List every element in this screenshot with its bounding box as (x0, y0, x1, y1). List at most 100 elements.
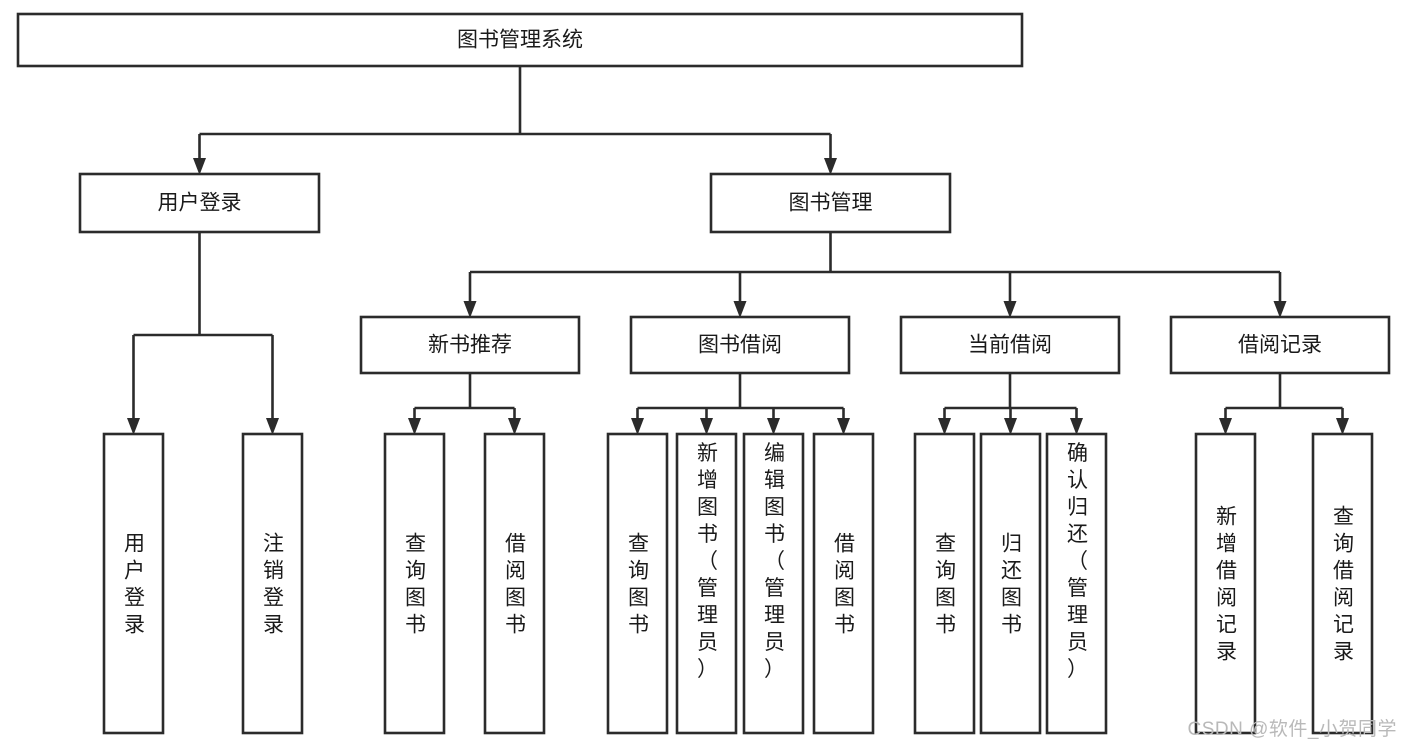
node-borrow-record[interactable]: 借阅记录 (1169, 315, 1391, 375)
node-label: 图书借阅 (698, 334, 782, 357)
leaf-label-char: 图 (1001, 587, 1022, 610)
leaf-label-char: 书 (505, 614, 526, 637)
arrow-head-icon (938, 418, 951, 435)
leaf-label-char: （ (1067, 550, 1088, 573)
leaf-label-char: 询 (1333, 533, 1354, 556)
leaf-label-char: 图 (505, 587, 526, 610)
arrow-head-icon (767, 418, 780, 435)
leaf-label-char: 确 (1067, 442, 1088, 465)
node-label: 当前借阅 (968, 334, 1052, 357)
leaf-label-char: 阅 (1216, 587, 1237, 610)
leaf-label-char: 借 (834, 533, 855, 556)
leaf-label-char: 员 (764, 631, 785, 654)
leaf-label-char: 录 (1333, 641, 1354, 664)
leaf-label-char: 认 (1067, 469, 1088, 492)
leaf-label-char: 借 (1333, 560, 1354, 583)
leaf-label-char: 理 (764, 604, 785, 627)
leaf-label-char: 管 (697, 577, 718, 600)
node-book-borrow[interactable]: 图书借阅 (629, 315, 851, 375)
leaf-label-char: 查 (1333, 506, 1354, 529)
leaf-label-char: 书 (1001, 614, 1022, 637)
node-label: 图书管理 (789, 192, 873, 215)
leaf-label-char: 新 (697, 442, 718, 465)
leaf-label-char: ） (1067, 658, 1088, 681)
arrow-head-icon (733, 301, 747, 318)
leaf-label-char: 询 (628, 560, 649, 583)
leaf-label-char: 阅 (1333, 587, 1354, 610)
arrow-head-icon (1273, 301, 1287, 318)
arrow-head-icon (127, 418, 140, 435)
leaf-label-char: 书 (935, 614, 956, 637)
arrow-head-icon (1004, 418, 1017, 435)
leaf-label-char: 阅 (834, 560, 855, 583)
leaf-label-char: 查 (628, 533, 649, 556)
leaf-label-char: 理 (697, 604, 718, 627)
leaf-label-char: 辑 (764, 469, 785, 492)
leaf-label-char: 图 (628, 587, 649, 610)
leaf-label-char: 借 (505, 533, 526, 556)
leaf-label-char: 图 (697, 496, 718, 519)
leaf-label-char: 录 (263, 614, 284, 637)
node-label: 借阅记录 (1238, 334, 1322, 357)
arrow-head-icon (1336, 418, 1349, 435)
leaf-label-char: 管 (1067, 577, 1088, 600)
leaf-label-char: 图 (935, 587, 956, 610)
arrow-head-icon (631, 418, 644, 435)
leaf-label-char: 归 (1001, 533, 1022, 556)
leaf-label-char: 借 (1216, 560, 1237, 583)
connector-layer (127, 66, 1349, 435)
leaf-label-char: 图 (764, 496, 785, 519)
leaf-label-char: 管 (764, 577, 785, 600)
leaf-label-char: 编 (764, 442, 785, 465)
leaf-label-char: 书 (697, 523, 718, 546)
leaf-label-char: 增 (1216, 533, 1237, 556)
leaf-label-char: 询 (935, 560, 956, 583)
arrow-head-icon (1219, 418, 1232, 435)
arrow-head-icon (837, 418, 850, 435)
leaf-label-char: 增 (697, 469, 718, 492)
leaf-label-char: 书 (405, 614, 426, 637)
leaf-label-char: 记 (1216, 614, 1237, 637)
leaf-label-char: ） (697, 658, 718, 681)
leaf-label-char: 还 (1067, 523, 1088, 546)
leaf-label-char: 户 (124, 560, 145, 583)
leaf-label-char: 销 (263, 560, 284, 583)
node-root-root[interactable]: 图书管理系统 (16, 12, 1024, 68)
arrow-head-icon (824, 158, 837, 175)
leaf-label-char: 注 (263, 533, 284, 556)
leaf-label-char: 员 (697, 631, 718, 654)
leaf-label-char: 新 (1216, 506, 1237, 529)
leaf-label-char: 阅 (505, 560, 526, 583)
csdn-watermark: CSDN @软件_小贺同学 (1187, 719, 1397, 740)
node-new-book-rec[interactable]: 新书推荐 (359, 315, 581, 375)
arrow-head-icon (1070, 418, 1083, 435)
leaf-label-char: 理 (1067, 604, 1088, 627)
node-user-login[interactable]: 用户登录 (78, 172, 321, 234)
leaf-label-char: 员 (1067, 631, 1088, 654)
arrow-head-icon (193, 158, 206, 175)
arrow-head-icon (700, 418, 713, 435)
leaf-label-char: 查 (405, 533, 426, 556)
leaf-label-char: 书 (834, 614, 855, 637)
leaf-label-char: 登 (124, 587, 145, 610)
leaf-label-char: 图 (834, 587, 855, 610)
leaf-leaf-user-login[interactable]: 用户登录 (102, 432, 165, 735)
node-book-manage[interactable]: 图书管理 (709, 172, 952, 234)
leaf-label-char: 归 (1067, 496, 1088, 519)
node-current-borrow[interactable]: 当前借阅 (899, 315, 1121, 375)
leaf-label-char: 还 (1001, 560, 1022, 583)
